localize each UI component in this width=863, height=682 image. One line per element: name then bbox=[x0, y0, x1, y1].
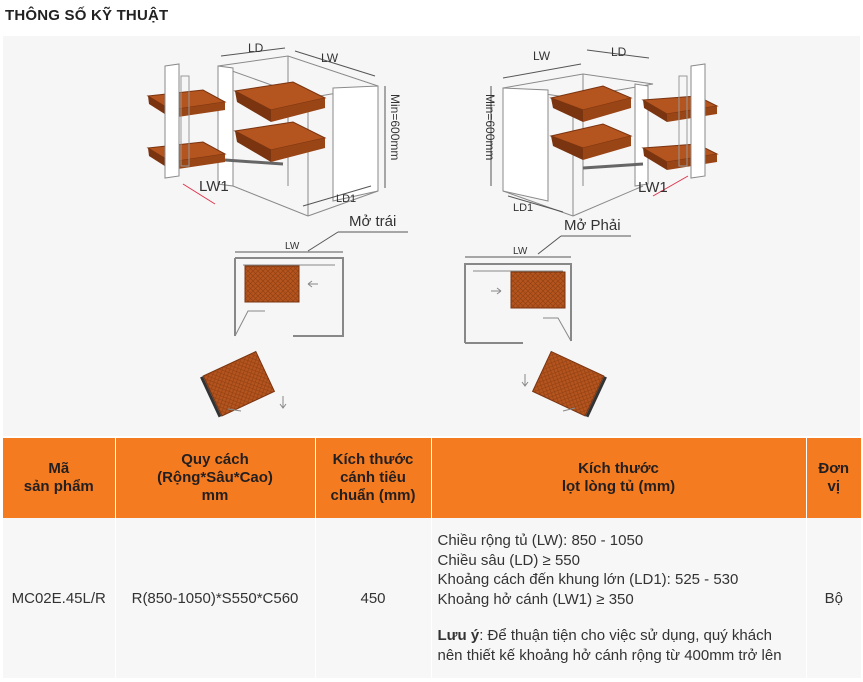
header-door-width: Kích thước cánh tiêu chuẩn (mm) bbox=[315, 438, 432, 518]
right-plan-lw-label: LW bbox=[513, 246, 528, 257]
right-cabinet-baskets bbox=[549, 63, 719, 179]
right-cabinet-dimensions bbox=[490, 49, 689, 213]
left-lw-label: LW bbox=[321, 51, 339, 65]
right-lw-label: LW bbox=[533, 49, 551, 63]
table-row: MC02E.45L/R R(850-1050)*S550*C560 450 Ch… bbox=[3, 518, 861, 678]
dimension-line: Chiều sâu (LD) ≥ 550 bbox=[437, 551, 580, 569]
left-caption: Mở trái bbox=[349, 213, 396, 230]
left-height-label: Min=600mm bbox=[388, 94, 402, 160]
cell-dimensions: Chiều rộng tủ (LW): 850 - 1050 Chiều sâu… bbox=[431, 518, 807, 678]
right-lw1-label: LW1 bbox=[638, 179, 668, 196]
note-label: Lưu ý bbox=[437, 627, 480, 644]
header-spec: Quy cách (Rộng*Sâu*Cao) mm bbox=[115, 438, 316, 518]
left-ld-label: LD bbox=[248, 41, 264, 55]
left-plan-view: LW bbox=[200, 241, 344, 418]
spec-table: Mã sản phẩm Quy cách (Rộng*Sâu*Cao) mm K… bbox=[3, 438, 861, 678]
page-title: THÔNG SỐ KỸ THUẬT bbox=[5, 7, 169, 24]
left-plan-lw-label: LW bbox=[285, 241, 300, 252]
cell-code: MC02E.45L/R bbox=[3, 518, 116, 678]
table-header-row: Mã sản phẩm Quy cách (Rộng*Sâu*Cao) mm K… bbox=[3, 438, 861, 518]
header-inner-dimensions: Kích thước lọt lòng tủ (mm) bbox=[431, 438, 807, 518]
note-text: : Để thuận tiện cho việc sử dụng, quý kh… bbox=[437, 627, 782, 664]
left-cabinet-dimensions bbox=[182, 47, 386, 207]
cell-door-width: 450 bbox=[315, 518, 432, 678]
dimension-line: Khoảng hở cánh (LW1) ≥ 350 bbox=[437, 590, 634, 608]
diagram-svg: LD LW Min=600mm LW1 LD1 Mở trái LW bbox=[146, 41, 719, 418]
technical-diagram: LD LW Min=600mm LW1 LD1 Mở trái LW bbox=[3, 36, 860, 436]
right-height-label: Min=600mm bbox=[483, 94, 497, 160]
right-caption: Mở Phải bbox=[564, 217, 621, 234]
right-cabinet-3d bbox=[502, 73, 654, 217]
right-ld-label: LD bbox=[611, 45, 627, 59]
header-code: Mã sản phẩm bbox=[3, 438, 116, 518]
left-lw1-label: LW1 bbox=[199, 178, 229, 195]
note: Lưu ý: Để thuận tiện cho việc sử dụng, q… bbox=[438, 626, 800, 665]
right-ld1-label: LD1 bbox=[513, 202, 533, 214]
cell-unit: Bộ bbox=[806, 518, 861, 678]
left-cabinet-baskets bbox=[146, 63, 327, 179]
dimension-line: Khoảng cách đến khung lớn (LD1): 525 - 5… bbox=[437, 571, 739, 588]
dimension-list: Chiều rộng tủ (LW): 850 - 1050 Chiều sâu… bbox=[438, 531, 800, 609]
header-unit: Đơn vị bbox=[806, 438, 861, 518]
left-ld1-label: LD1 bbox=[336, 193, 356, 205]
dimension-line: Chiều rộng tủ (LW): 850 - 1050 bbox=[437, 532, 644, 549]
cell-spec: R(850-1050)*S550*C560 bbox=[115, 518, 316, 678]
right-plan-view: LW bbox=[464, 246, 607, 418]
